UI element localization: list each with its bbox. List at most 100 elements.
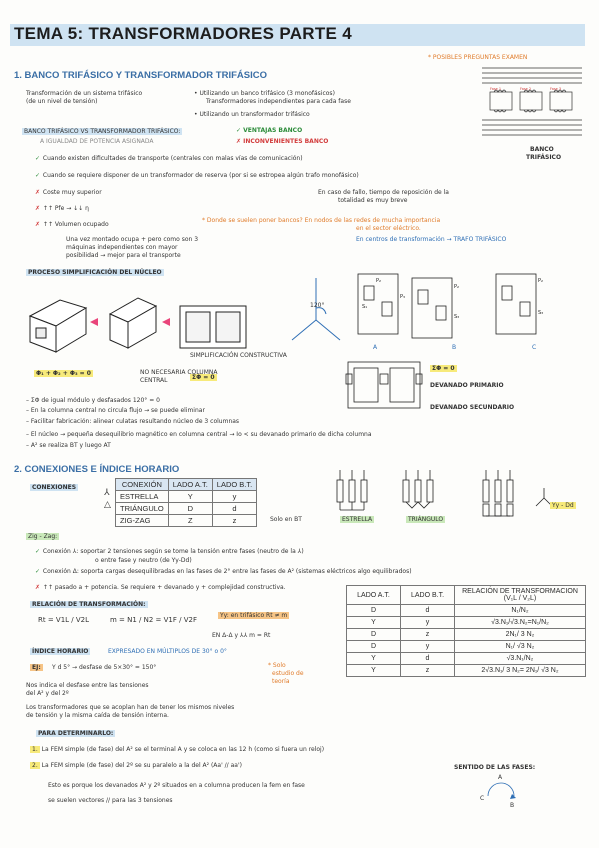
step-3-1: Esto es porque los devanados A² y 2º sit… <box>48 782 305 789</box>
table-cell: y <box>400 640 455 653</box>
bullet: – A² se realiza BT y luego AT <box>26 442 111 449</box>
table-row: TRIÁNGULO D d <box>115 502 258 515</box>
table-header: LADO A.T. <box>167 478 213 491</box>
intro-mid-3: • Utilizando un transformador trifásico <box>194 111 310 118</box>
indice-expr: EXPRESADO EN MÚLTIPLOS DE 30° o 0° <box>108 648 227 655</box>
inconvenientes-label: ✗ INCONVENIENTES BANCO <box>236 138 329 145</box>
ej-formula: Y d 5° → desfase de 5×30° = 150° <box>52 664 157 671</box>
orange-note-1: * Donde se suelen poner bancos? En nodos… <box>202 217 441 224</box>
intro-mid-1: • Utilizando un banco trifásico (3 monof… <box>194 90 335 97</box>
label-a: A <box>373 344 378 351</box>
table-cell: TRIÁNGULO <box>115 502 169 515</box>
a-igualdad: A IGUALDAD DE POTENCIA ASIGNADA <box>40 138 154 145</box>
table-header: LADO B.T. <box>400 585 455 605</box>
svg-text:Fase 1: Fase 1 <box>490 87 501 91</box>
table-cell: √3.N₁/√3.N₂=N₁/N₂ <box>454 616 586 629</box>
pro-item: ✓ Cuando se requiere disponer de un tran… <box>34 172 359 179</box>
table-row: Y d √3.N₁/N₂ <box>346 652 586 665</box>
page-title: TEMA 5: TRANSFORMADORES PARTE 4 <box>14 24 352 43</box>
conexiones-tag: CONEXIONES <box>30 484 79 491</box>
indice-label: ÍNDICE HORARIO <box>30 648 91 655</box>
devanado-primario: DEVANADO PRIMARIO <box>430 382 504 389</box>
formula-note-2: EN Δ-Δ y ⅄⅄ m = Rt <box>212 632 271 639</box>
cond-2: ✓ Conexión Δ: soporta cargas desequilibr… <box>34 568 412 575</box>
table-cell: N₁/ √3 N₂ <box>454 640 586 653</box>
table-row: D y N₁/ √3 N₂ <box>346 640 586 653</box>
svg-text:P₂: P₂ <box>376 278 381 284</box>
formula-m: m = N1 / N2 = V1F / V2F <box>110 616 197 624</box>
triangle-symbol: △ <box>104 500 111 510</box>
solo-bt: Solo en BT <box>270 516 302 523</box>
table-cell: D <box>346 628 401 641</box>
connection-diagrams <box>336 470 553 517</box>
title-highlight <box>10 24 585 46</box>
sentido-label: SENTIDO DE LAS FASES: <box>454 764 536 771</box>
table-cell: ESTRELLA <box>115 490 169 503</box>
table-cell: z <box>400 664 455 677</box>
svg-text:P₂: P₂ <box>454 284 459 290</box>
banco-trifasico-diagram: Fase 1 Fase 2 Fase 3 <box>482 67 582 136</box>
table-header: CONEXIÓN <box>115 478 169 491</box>
con-item: ✗ Coste muy superior <box>34 189 102 196</box>
table-cell: 2√3.N₁/ 3 N₂= 2N₁/ √3 N₂ <box>454 664 586 677</box>
ej-note-1: * Solo <box>268 662 286 669</box>
con-item: ✗ ↑↑ Volumen ocupado <box>34 221 109 228</box>
table-cell: z <box>400 628 455 641</box>
step-3-2: se suelen vectores // para las 3 tension… <box>48 797 173 804</box>
phi-sum: Φ₁ + Φ₂ + Φ₃ = 0 <box>34 370 93 377</box>
table-row: D z 2N₁/ 3 N₂ <box>346 628 586 641</box>
phase-a: A <box>498 774 503 781</box>
vol-note-3: posibilidad → mejor para el transporte <box>66 252 181 259</box>
cond-1: ✓ Conexión ⅄: soportar 2 tensiones según… <box>34 548 304 555</box>
bullet: – El núcleo → pequeña desequilibrio magn… <box>26 431 372 438</box>
phase-c: C <box>480 795 485 802</box>
ej-note-2: estudio de <box>272 670 304 677</box>
table-cell: D <box>346 604 401 617</box>
orange-note-2: en el sector eléctrico. <box>356 225 421 232</box>
vol-note-1: Una vez montado ocupa + pero como son 3 <box>66 236 199 243</box>
no-necesaria-1: NO NECESARIA COLUMNA <box>140 369 218 376</box>
devanado-secundario: DEVANADO SECUNDARIO <box>430 404 515 411</box>
table-header: RELACIÓN DE TRANSFORMACION (V₁L / V₂L) <box>454 585 586 605</box>
table-cell: z <box>211 514 258 527</box>
blue-note: En centros de transformación → TRAFO TRI… <box>356 236 507 243</box>
zig-label: Zig - Zag: <box>26 533 60 540</box>
connections-table: CONEXIÓN LADO A.T. LADO B.T. ESTRELLA Y … <box>115 478 258 527</box>
table-cell: D <box>167 502 213 515</box>
table-cell: 2N₁/ 3 N₂ <box>454 628 586 641</box>
banco-label-1: BANCO <box>530 146 554 153</box>
yy-tag: Yy - Dd <box>550 502 576 509</box>
ej-label: EJ: <box>30 664 43 671</box>
table-cell: N₁/N₂ <box>454 604 586 617</box>
intro-left-1: Transformación de un sistema trifásico <box>26 90 143 97</box>
table-cell: Y <box>346 664 401 677</box>
para-det: PARA DETERMINARLO: <box>36 730 116 737</box>
table-cell: ZIG-ZAG <box>115 514 169 527</box>
svg-text:Fase 2: Fase 2 <box>520 87 531 91</box>
relation-table: LADO A.T. LADO B.T. RELACIÓN DE TRANSFOR… <box>346 585 586 677</box>
angle-label: 120° <box>310 302 325 309</box>
table-row: D d N₁/N₂ <box>346 604 586 617</box>
svg-text:S₃: S₃ <box>538 310 543 316</box>
svg-text:Fase 3: Fase 3 <box>550 87 561 91</box>
table-row: ZIG-ZAG Z z <box>115 514 258 527</box>
banco-label-2: TRIFÁSICO <box>526 154 562 161</box>
transf-2: de tensión y la misma caída de tensión i… <box>26 712 169 719</box>
step-1: 1. La FEM simple (de fase) del A² se el … <box>30 746 325 753</box>
triangulo-label: TRIÁNGULO <box>406 516 446 523</box>
table-cell: Y <box>346 616 401 629</box>
cond-3: ✗ ↑↑ pasado a + potencia. Se requiere + … <box>34 584 286 591</box>
table-cell: y <box>400 616 455 629</box>
table-cell: D <box>346 640 401 653</box>
estrella-symbol: ⅄ <box>104 488 110 498</box>
vs-title: BANCO TRIFÁSICO VS TRANSFORMADOR TRIFÁSI… <box>22 128 183 135</box>
svg-text:P₂: P₂ <box>538 278 543 284</box>
table-header: LADO A.T. <box>346 585 401 605</box>
table-header: LADO B.T. <box>211 478 258 491</box>
transf-1: Los transformadores que se acoplan han d… <box>26 704 235 711</box>
sum-phi-2: ΣΦ = 0 <box>430 365 457 372</box>
step-2: 2. La FEM simple (de fase) del 2º se su … <box>30 762 242 769</box>
bullet: – En la columna central no circula flujo… <box>26 407 205 414</box>
formula-note: Yy: en trifásico Rt ≠ m <box>218 612 290 619</box>
cons-note-1: En caso de fallo, tiempo de reposición d… <box>318 189 449 196</box>
